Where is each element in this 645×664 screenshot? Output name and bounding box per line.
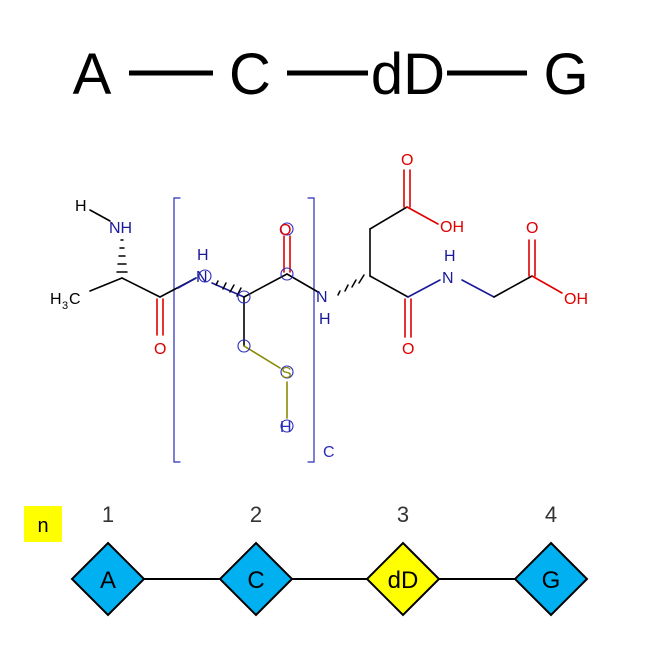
atom-cys-sh-h: H: [280, 419, 292, 436]
monomer-node-label: G: [542, 567, 561, 594]
monomer-node-diamond: [513, 541, 589, 617]
repeat-bracket: [173, 197, 315, 463]
monomer-node-1[interactable]: 1 A: [70, 502, 146, 617]
sequence-residue-1: A: [73, 42, 112, 107]
monomer-node-label: C: [247, 567, 264, 594]
atom-labels: H NH H 3 C O H N O S H N H O OH O H N O …: [50, 152, 588, 436]
stereo-hash-bonds: [116, 239, 365, 297]
atom-n-terminal-nh: NH: [109, 220, 132, 237]
monomer-node-index: 1: [102, 502, 114, 527]
bonds: [89, 169, 563, 419]
atom-cys-n-h: H: [197, 247, 209, 264]
atom-methyl-h: H: [50, 291, 62, 308]
monomer-node-diamond: [365, 541, 441, 617]
sequence-residue-2: C: [229, 42, 271, 107]
atom-ala-carbonyl-o: O: [154, 341, 166, 358]
atom-asp-side-o: O: [401, 152, 413, 169]
atom-asp-side-oh: OH: [440, 219, 464, 236]
monomer-node-3[interactable]: 3 dD: [365, 502, 441, 617]
highlight-circles: [198, 222, 294, 433]
monomer-node-diamond: [218, 541, 294, 617]
monomer-node-label: A: [100, 567, 116, 594]
atom-n-terminal-h: H: [75, 198, 87, 215]
atom-asp-n-h: H: [319, 311, 331, 328]
sequence-residue-4: G: [543, 42, 588, 107]
chemical-structure: C: [50, 152, 588, 463]
monomer-graph: n 1 A 2 C 3 dD 4 G: [24, 502, 589, 617]
atom-cys-s: S: [281, 365, 292, 382]
monomer-node-4[interactable]: 4 G: [513, 502, 589, 617]
sequence-residue-3: dD: [371, 42, 445, 107]
atom-gly-o: O: [526, 220, 538, 237]
atom-asp-n: N: [316, 289, 328, 306]
atom-gly-oh: OH: [564, 291, 588, 308]
atom-cys-n: N: [196, 269, 208, 286]
monomer-node-2[interactable]: 2 C: [218, 502, 294, 617]
atom-gly-n-h: H: [444, 248, 456, 265]
atom-cys-carbonyl-o: O: [279, 222, 291, 239]
monomer-node-index: 3: [397, 502, 409, 527]
sequence-line: A C dD G: [73, 42, 589, 107]
monomer-node-index: 2: [250, 502, 262, 527]
atom-gly-n: N: [442, 270, 454, 287]
monomer-node-label: dD: [388, 567, 419, 594]
bracket-label: C: [323, 444, 335, 461]
atom-methyl-subscript: 3: [62, 300, 68, 312]
n-badge: [24, 506, 62, 542]
monomer-node-index: 4: [545, 502, 557, 527]
atom-asp-carbonyl-o: O: [402, 341, 414, 358]
n-badge-label: n: [37, 515, 48, 537]
atom-methyl-c: C: [69, 291, 81, 308]
monomer-node-diamond: [70, 541, 146, 617]
